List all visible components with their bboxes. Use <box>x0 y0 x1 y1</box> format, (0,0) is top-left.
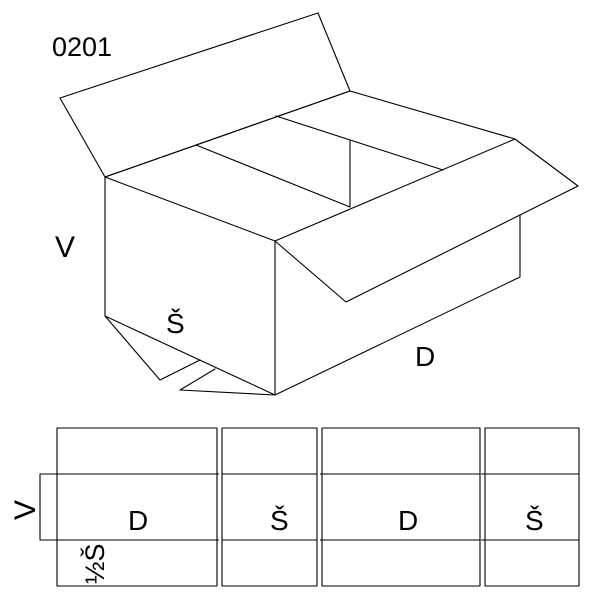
panel-d-1-top-flap <box>56 427 218 475</box>
side-face <box>274 214 521 396</box>
panel-s-1-bottom-flap <box>221 539 318 587</box>
model-code: 0201 <box>52 32 112 62</box>
label-length-flat-2: D <box>398 505 418 536</box>
bottom-flap-right <box>179 368 276 396</box>
label-length-flat-1: D <box>128 505 148 536</box>
panel-d-1-bottom-flap <box>56 539 218 587</box>
box-rim <box>104 90 516 178</box>
panel-d-2-top-flap <box>321 427 481 475</box>
label-half-width-flat: ½Š <box>79 543 110 584</box>
panel-s-1-top-flap <box>221 427 318 475</box>
label-height-flat: V <box>9 500 42 520</box>
label-height-3d: V <box>55 231 75 264</box>
panel-s-2-top-flap <box>484 427 580 475</box>
glue-tab <box>39 473 58 541</box>
box-3d-view <box>59 12 579 396</box>
panel-d-2-bottom-flap <box>321 539 481 587</box>
flat-layout <box>39 427 580 587</box>
inner-crease-1 <box>195 144 351 208</box>
right-flap <box>274 138 579 303</box>
label-width-flat-1: Š <box>270 505 289 536</box>
bottom-flap-left <box>104 315 201 381</box>
label-length-3d: D <box>415 341 435 372</box>
front-face <box>104 176 276 396</box>
inner-crease-2 <box>275 115 444 171</box>
panel-s-2-bottom-flap <box>484 539 580 587</box>
label-width-flat-2: Š <box>525 505 544 536</box>
label-width-3d: Š <box>166 308 185 339</box>
